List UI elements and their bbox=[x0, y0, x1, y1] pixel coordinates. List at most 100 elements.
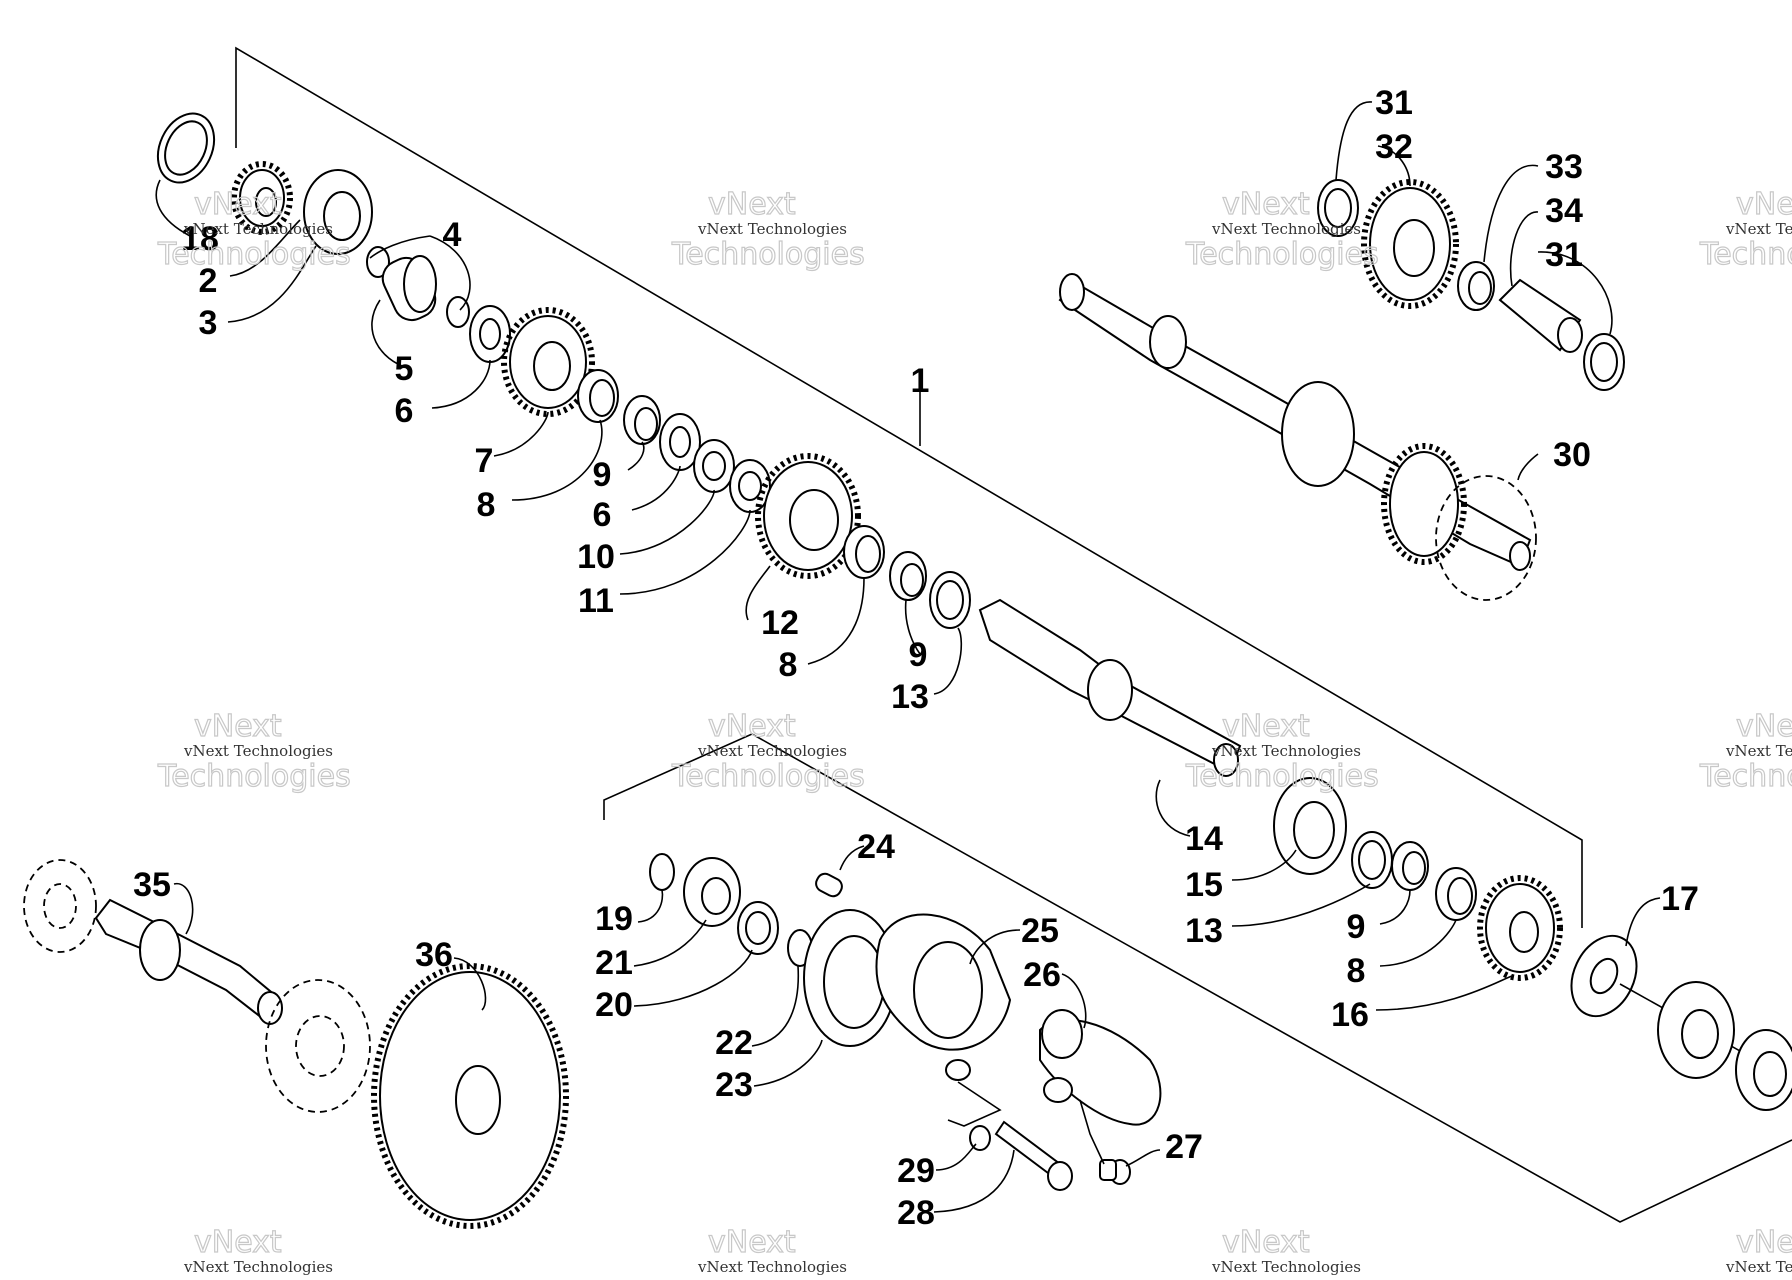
svg-text:vNext: vNext bbox=[1222, 1225, 1310, 1260]
svg-text:vNext Technologies: vNext Technologies bbox=[1211, 1258, 1361, 1276]
svg-text:vNext: vNext bbox=[194, 187, 282, 222]
svg-text:vNext: vNext bbox=[194, 1225, 282, 1260]
callout-2: 2 bbox=[199, 262, 218, 300]
watermark: vNext vNext Technologies Technologies bbox=[1698, 186, 1792, 272]
callout-6-b: 6 bbox=[593, 496, 612, 534]
svg-text:Technologies: Technologies bbox=[1185, 759, 1379, 794]
bolt-28 bbox=[994, 1120, 1073, 1191]
callout-25: 25 bbox=[1021, 912, 1059, 950]
callout-7: 7 bbox=[475, 442, 494, 480]
callout-20: 20 bbox=[595, 986, 633, 1024]
callout-8-c: 8 bbox=[1347, 952, 1366, 990]
gear-7 bbox=[501, 307, 595, 417]
main-shaft-14 bbox=[978, 598, 1242, 777]
callout-16: 16 bbox=[1331, 996, 1369, 1034]
watermark: vNext vNext Technologies Technologies bbox=[670, 708, 865, 794]
watermark: vNext vNext Technologies bbox=[1211, 1224, 1361, 1276]
clip-4b bbox=[446, 296, 470, 328]
callout-24: 24 bbox=[857, 828, 895, 866]
callout-29: 29 bbox=[897, 1152, 935, 1190]
callout-11: 11 bbox=[578, 582, 614, 620]
callout-13-b: 13 bbox=[1185, 912, 1223, 950]
callout-31-a: 31 bbox=[1375, 84, 1413, 122]
callout-3: 3 bbox=[199, 304, 218, 342]
callout-30: 30 bbox=[1553, 436, 1591, 474]
screw-27 bbox=[1099, 1159, 1131, 1185]
dog-clutch-3 bbox=[303, 169, 373, 255]
watermark: vNext vNext Technologies Technologies bbox=[1184, 186, 1379, 272]
svg-text:Technologies: Technologies bbox=[1699, 237, 1792, 272]
svg-text:Technologies: Technologies bbox=[1185, 237, 1379, 272]
svg-text:vNext Technologies: vNext Technologies bbox=[1211, 742, 1361, 760]
callout-15: 15 bbox=[1185, 866, 1223, 904]
callout-28: 28 bbox=[897, 1194, 935, 1232]
callout-22: 22 bbox=[715, 1024, 753, 1062]
callout-26: 26 bbox=[1023, 956, 1061, 994]
gear-36 bbox=[371, 963, 569, 1229]
svg-text:vNext Technologies: vNext Technologies bbox=[697, 220, 847, 238]
watermark: vNext vNext Technologies Technologies bbox=[156, 186, 351, 272]
svg-text:vNext: vNext bbox=[708, 1225, 796, 1260]
callout-labels: 18 2 3 4 5 6 7 8 9 6 10 11 12 8 9 13 1 1… bbox=[133, 84, 1699, 1232]
svg-text:vNext: vNext bbox=[708, 187, 796, 222]
bearing-left bbox=[23, 859, 97, 953]
svg-text:vNext Technologies: vNext Technologies bbox=[183, 220, 333, 238]
pin-24 bbox=[815, 872, 843, 898]
bushing-9b bbox=[889, 551, 927, 601]
svg-text:vNext: vNext bbox=[1736, 709, 1792, 744]
svg-text:Technologies: Technologies bbox=[671, 759, 865, 794]
watermarks: vNext vNext Technologies Technologies vN… bbox=[156, 186, 1792, 1276]
watermark: vNext vNext Technologies bbox=[697, 1224, 847, 1276]
callout-8-a: 8 bbox=[477, 486, 496, 524]
watermark: vNext vNext Technologies Technologies bbox=[670, 186, 865, 272]
svg-text:vNext Technologies: vNext Technologies bbox=[697, 1258, 847, 1276]
needle-bearing-8b bbox=[843, 525, 885, 579]
gear-12 bbox=[755, 453, 861, 579]
svg-text:vNext Technologies: vNext Technologies bbox=[1725, 1258, 1792, 1276]
watermark: vNext vNext Technologies Technologies bbox=[1698, 708, 1792, 794]
watermark: vNext vNext Technologies bbox=[1725, 1224, 1792, 1276]
callout-17: 17 bbox=[1661, 880, 1699, 918]
svg-text:vNext: vNext bbox=[1736, 187, 1792, 222]
callout-6-a: 6 bbox=[395, 392, 414, 430]
bearing-right bbox=[1657, 981, 1735, 1079]
output-shaft-assembly bbox=[23, 859, 569, 1229]
svg-text:vNext Technologies: vNext Technologies bbox=[183, 742, 333, 760]
bushing-33 bbox=[1457, 261, 1495, 311]
pinion-gear-2 bbox=[231, 161, 293, 235]
main-shaft-parts bbox=[1273, 777, 1792, 1111]
clip-19 bbox=[649, 853, 675, 891]
callout-19: 19 bbox=[595, 900, 633, 938]
watermark: vNext vNext Technologies Technologies bbox=[1184, 708, 1379, 794]
callout-10: 10 bbox=[577, 538, 615, 576]
callout-4: 4 bbox=[443, 216, 462, 254]
callout-14: 14 bbox=[1185, 820, 1223, 858]
bushing-9c bbox=[1391, 841, 1429, 891]
bushing-9a bbox=[623, 395, 661, 445]
assembly-bracket-lines bbox=[235, 46, 1792, 1223]
callout-34: 34 bbox=[1545, 192, 1583, 230]
svg-text:vNext Technologies: vNext Technologies bbox=[1725, 742, 1792, 760]
watermark: vNext vNext Technologies Technologies bbox=[156, 708, 351, 794]
callout-9-c: 9 bbox=[1347, 908, 1366, 946]
upper-left-parts bbox=[156, 112, 971, 629]
callout-36: 36 bbox=[415, 936, 453, 974]
watermark: vNext vNext Technologies bbox=[183, 1224, 333, 1276]
sleeve-34 bbox=[1498, 278, 1583, 353]
callout-33: 33 bbox=[1545, 148, 1583, 186]
callout-9-a: 9 bbox=[593, 456, 612, 494]
needle-bearing-8a bbox=[577, 369, 619, 423]
svg-text:vNext: vNext bbox=[1222, 709, 1310, 744]
callout-21: 21 bbox=[595, 944, 633, 982]
leader-lines bbox=[155, 101, 1661, 1213]
callout-27: 27 bbox=[1165, 1128, 1203, 1166]
callout-23: 23 bbox=[715, 1066, 753, 1104]
seal-right bbox=[1735, 1029, 1792, 1111]
callout-18: 18 bbox=[181, 220, 219, 258]
callout-32: 32 bbox=[1375, 128, 1413, 166]
svg-text:vNext Technologies: vNext Technologies bbox=[1725, 220, 1792, 238]
countershaft-assembly bbox=[1058, 179, 1625, 601]
gear-32 bbox=[1361, 179, 1459, 309]
svg-text:vNext Technologies: vNext Technologies bbox=[697, 742, 847, 760]
